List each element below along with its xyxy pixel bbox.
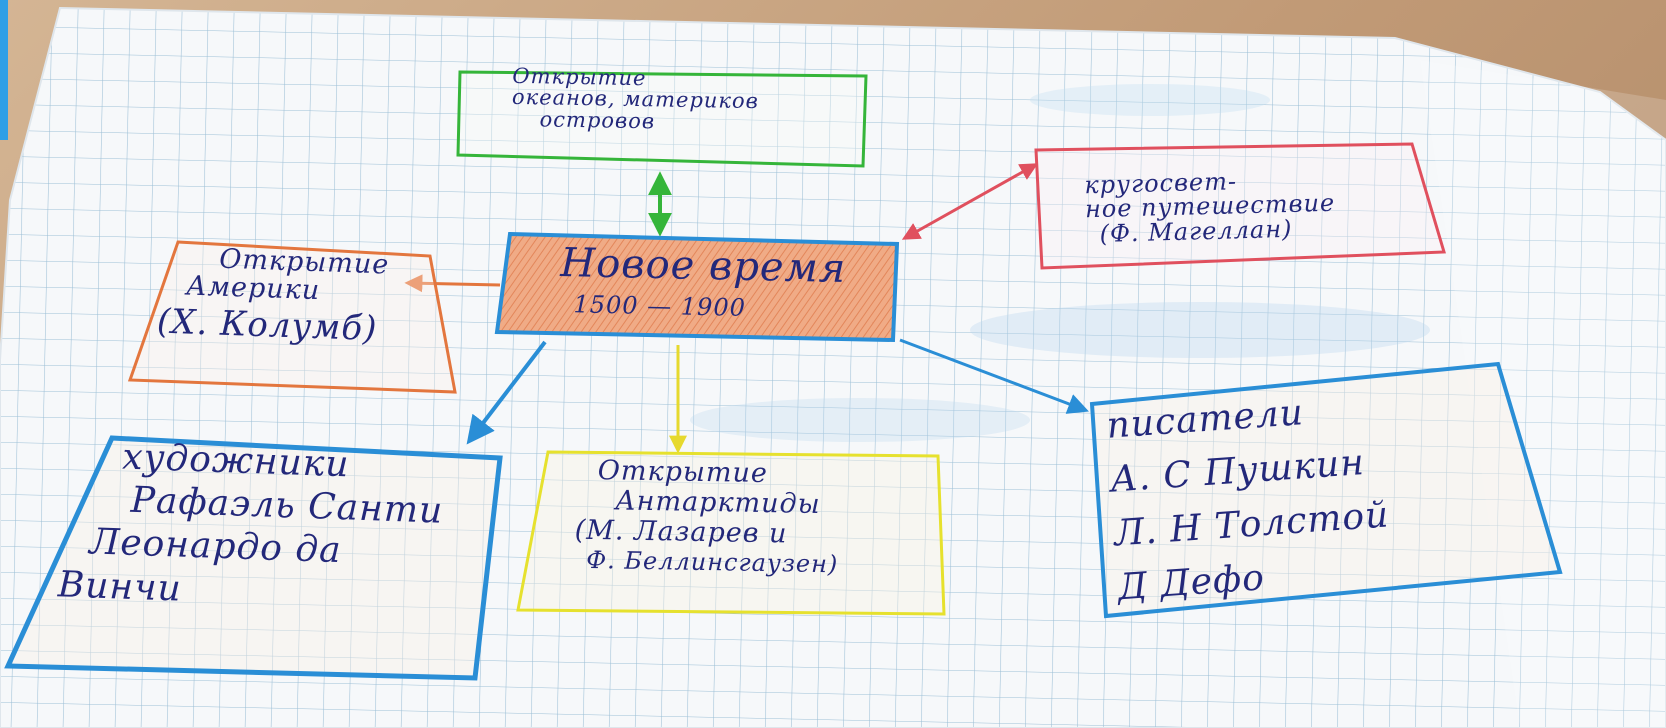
node-antarctica-line-4: Ф. Беллинсгаузен): [585, 545, 839, 578]
box-antarctica: [516, 450, 946, 616]
node-america-line-3: (Х. Колумб): [156, 301, 379, 350]
connector-artists: [466, 340, 547, 445]
box-oceans: [456, 70, 868, 168]
grid-paper: [0, 6, 1666, 728]
node-voyage: кругосвет- ное путешествие (Ф. Магеллан): [1084, 167, 1336, 248]
box-artists: [4, 435, 503, 681]
node-center: Новое время 1500 — 1900: [559, 240, 847, 322]
box-center-fill: [497, 234, 897, 340]
connector-writers: [899, 338, 1089, 414]
node-antarctica: Открытие Антарктиды (М. Лазарев и Ф. Бел…: [574, 455, 840, 578]
blue-folder-edge: [0, 0, 8, 140]
node-artists: художники Рафаэль Санти Леонардо да Винч…: [57, 433, 445, 619]
box-writers: [1089, 361, 1563, 619]
plastic-sleeve: [1420, 60, 1666, 728]
center-dates: 1500 — 1900: [573, 290, 747, 322]
connector-america: [404, 274, 501, 293]
connector-voyage: [901, 163, 1039, 240]
node-america: Открытие Америки (Х. Колумб): [156, 244, 389, 350]
center-title: Новое время: [559, 240, 847, 292]
box-center: [494, 231, 900, 343]
box-america: [127, 240, 457, 394]
node-writers: писатели А. С Пушкин Л. Н Толстой Д Дефо: [1105, 381, 1395, 616]
box-voyage: [1034, 142, 1446, 270]
node-oceans: Открытие океанов, материков островов: [511, 64, 759, 135]
